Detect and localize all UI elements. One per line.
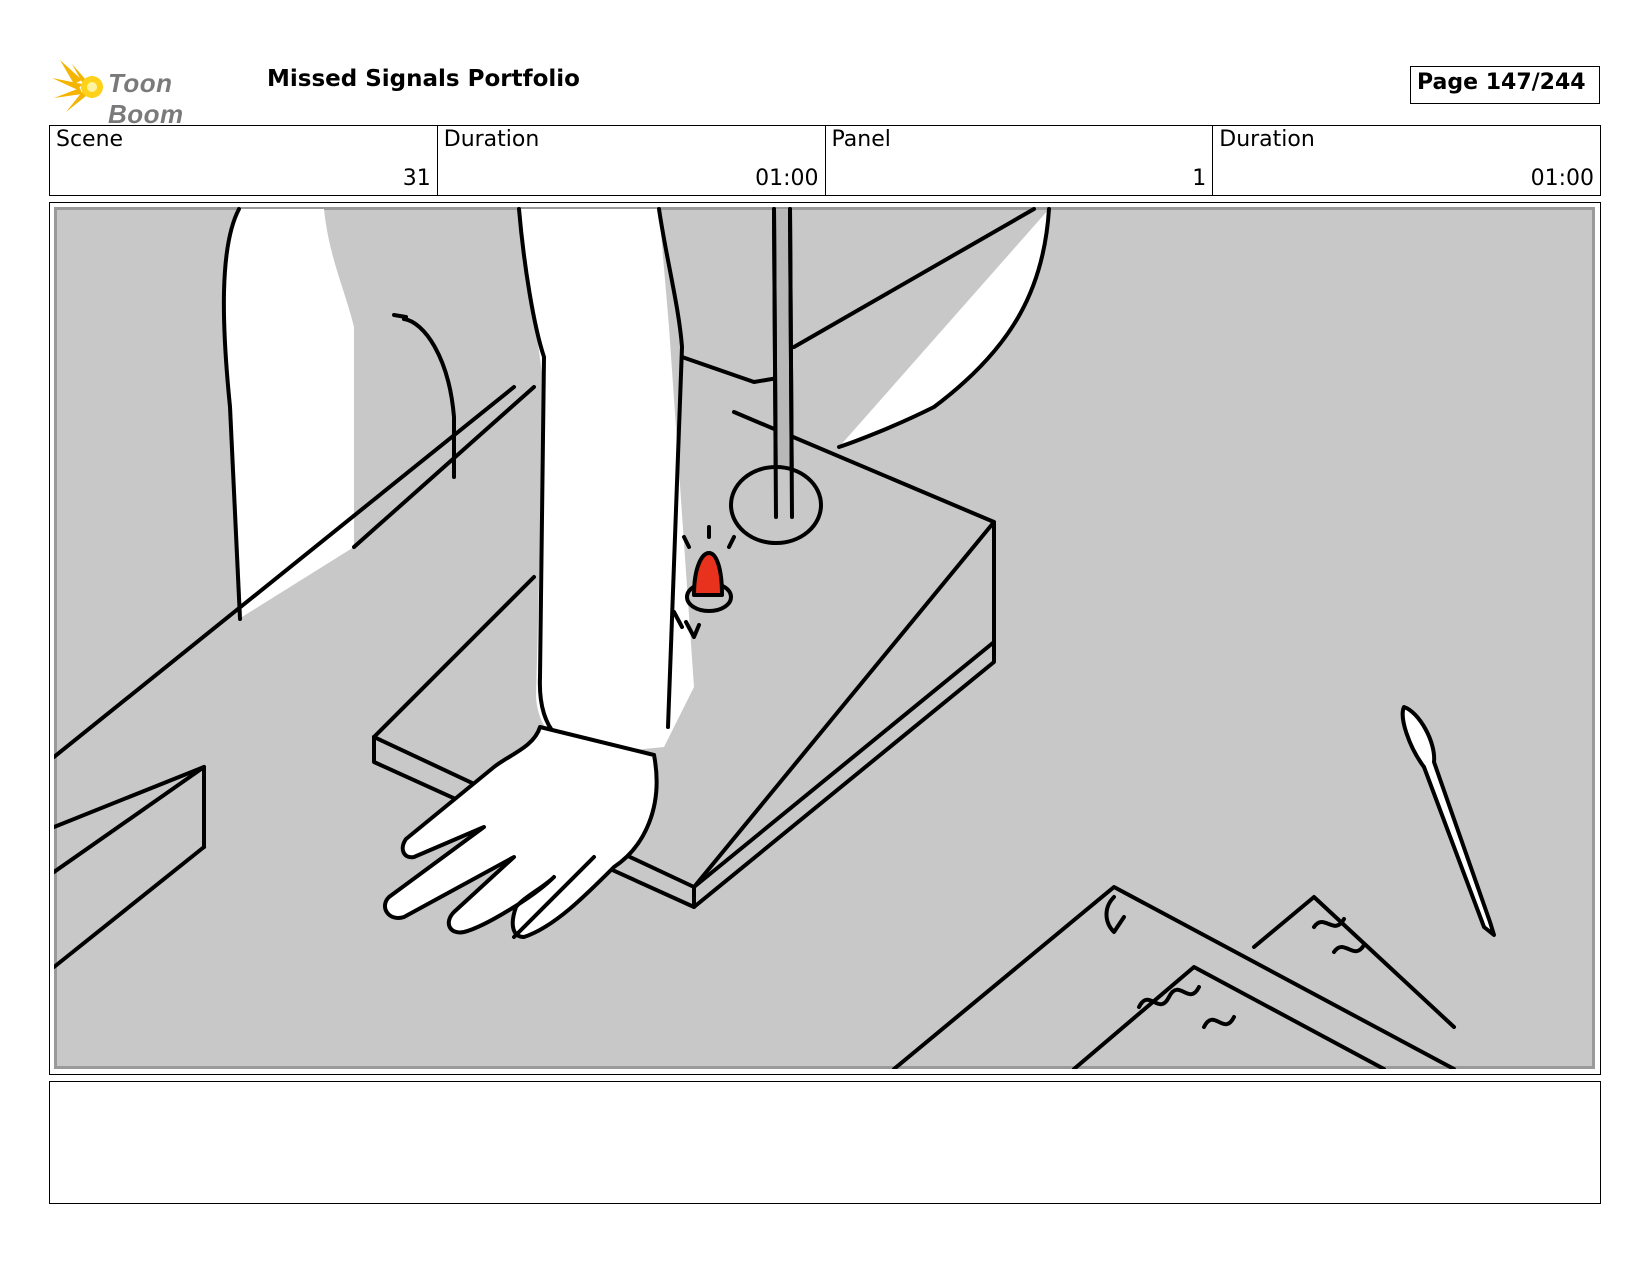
panel-duration-cell: Duration 01:00	[1213, 126, 1600, 195]
storyboard-panel-frame	[49, 202, 1601, 1075]
starburst-icon	[52, 60, 103, 112]
page-number: Page 147/244	[1417, 70, 1586, 95]
toon-boom-logo: Toon Boom	[52, 58, 252, 129]
scene-duration-value: 01:00	[755, 166, 819, 191]
panel-duration-label: Duration	[1219, 127, 1315, 152]
panel-duration-value: 01:00	[1530, 166, 1594, 191]
scene-value: 31	[402, 166, 431, 191]
page-indicator: Page 147/244	[1410, 66, 1600, 104]
panel-label: Panel	[831, 127, 891, 152]
panel-value: 1	[1192, 166, 1207, 191]
scene-duration-label: Duration	[443, 127, 540, 152]
scene-cell: Scene 31	[50, 126, 438, 195]
logo-wordmark: Toon Boom	[108, 68, 184, 129]
scene-duration-cell: Duration 01:00	[438, 126, 826, 195]
panel-cell: Panel 1	[826, 126, 1214, 195]
document-title: Missed Signals Portfolio	[267, 66, 580, 92]
panel-info-row: Scene 31 Duration 01:00 Panel 1 Duration…	[49, 125, 1601, 196]
storyboard-drawing	[54, 207, 1595, 1069]
panel-notes-box	[49, 1081, 1601, 1204]
scene-label: Scene	[56, 127, 124, 152]
